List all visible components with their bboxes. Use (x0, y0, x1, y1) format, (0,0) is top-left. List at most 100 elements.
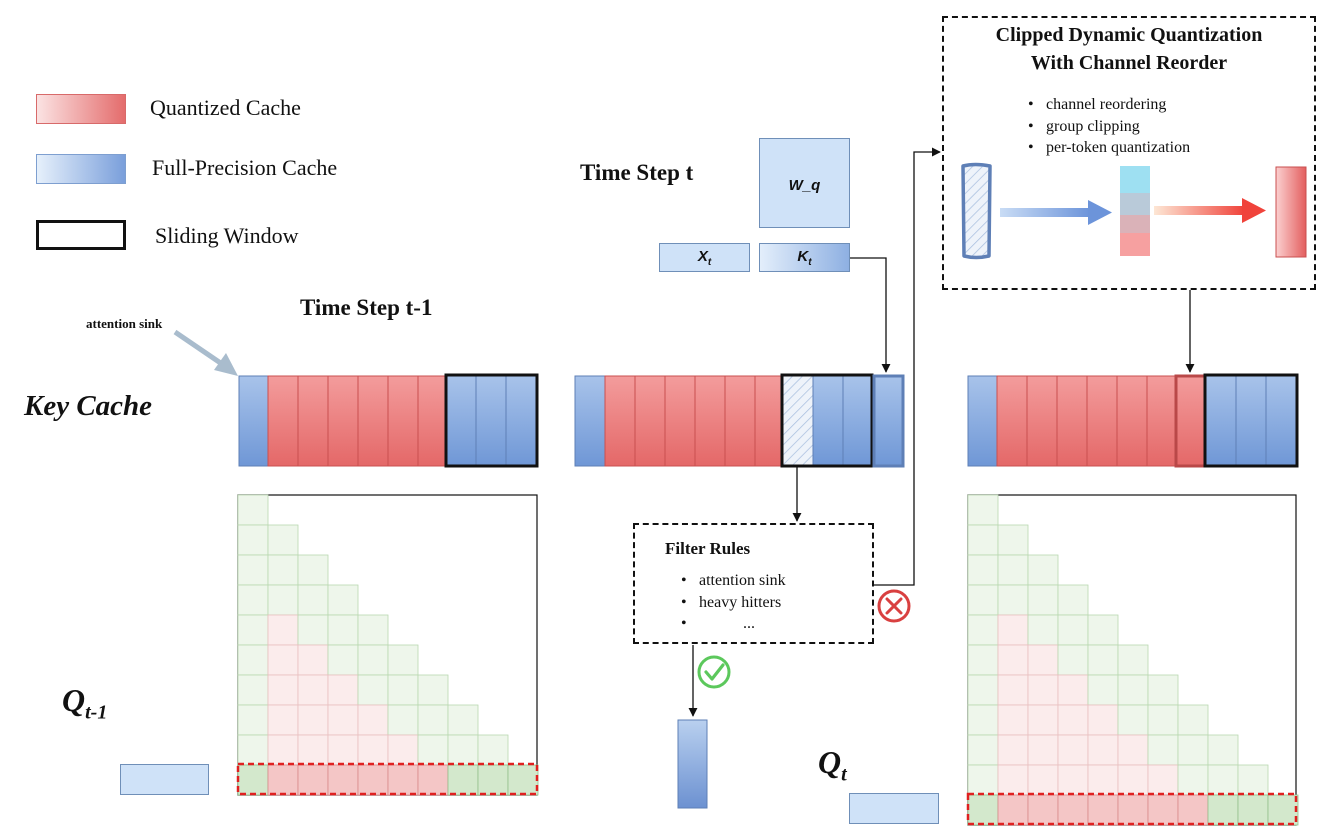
attention-score-cell (267, 584, 299, 616)
attention-score-cell (967, 524, 999, 556)
attention-score-cell (1057, 614, 1089, 646)
xt-label-base: X (697, 248, 708, 265)
attention-score-cell-current (1117, 794, 1149, 826)
new-key-token (872, 374, 905, 468)
attention-score-cell (967, 554, 999, 586)
attention-score-cell (357, 644, 389, 676)
legend-sliding-window-swatch (36, 220, 126, 250)
attention-score-cell-current (1087, 794, 1119, 826)
attention-score-cell (1087, 614, 1119, 646)
attention-score-cell (237, 524, 269, 556)
attention-score-cell (1237, 764, 1269, 796)
attention-score-cell (1147, 674, 1179, 706)
attention-score-cell (1027, 614, 1059, 646)
arrow-kt-to-cache (850, 257, 891, 373)
attention-score-cell (267, 644, 299, 676)
attention-score-cell (1027, 764, 1059, 796)
attention-score-cell (1207, 734, 1239, 766)
attention-score-cell (997, 524, 1029, 556)
attention-score-cell (237, 704, 269, 736)
attention-score-cell-current (1147, 794, 1179, 826)
attention-score-cell (357, 614, 389, 646)
attention-score-cell (417, 674, 449, 706)
attention-score-cell-current (237, 764, 269, 796)
clipped-title-line2: With Channel Reorder (1030, 52, 1228, 74)
attention-score-cell (1027, 704, 1059, 736)
q-t-sub: t (841, 763, 847, 786)
attention-score-cell (1117, 734, 1149, 766)
attention-score-cell (1117, 644, 1149, 676)
attention-score-cell (1027, 554, 1059, 586)
attention-score-cell (267, 674, 299, 706)
clipped-item: group clipping (1024, 116, 1190, 138)
attention-score-cell-current (1027, 794, 1059, 826)
q-prev-label: Qt-1 (62, 682, 107, 724)
attention-score-cell (1057, 644, 1089, 676)
clipped-title-line1: Clipped Dynamic Quantization (995, 24, 1263, 46)
filter-item: attention sink (677, 570, 786, 592)
attention-score-cell (1027, 734, 1059, 766)
attention-score-cell (297, 674, 329, 706)
attention-score-cell (357, 704, 389, 736)
attention-score-cell-current (357, 764, 389, 796)
attention-score-cell-current (387, 764, 419, 796)
attention-score-cell (267, 524, 299, 556)
attention-score-cell (327, 674, 359, 706)
attention-score-cell (297, 584, 329, 616)
attention-score-cell-current (997, 794, 1029, 826)
attention-score-cell-current (417, 764, 449, 796)
sliding-window-frame-mid (780, 373, 874, 468)
attention-score-cell (1027, 674, 1059, 706)
clipped-quantization-box: Clipped Dynamic Quantization With Channe… (942, 16, 1316, 290)
attention-score-cell (267, 734, 299, 766)
attention-score-cell (967, 764, 999, 796)
attention-score-cell (967, 494, 999, 526)
attention-score-cell-current (1207, 794, 1239, 826)
attention-score-cell (267, 614, 299, 646)
attention-score-cell (417, 734, 449, 766)
attention-score-cell (387, 704, 419, 736)
attention-score-cell (1057, 674, 1089, 706)
legend: Quantized Cache Full-Precision Cache Sli… (0, 0, 400, 270)
attention-score-cell-current (1267, 794, 1299, 826)
attention-score-cell (967, 704, 999, 736)
attention-score-cell (1177, 764, 1209, 796)
key-cache-mid (574, 373, 905, 468)
attention-score-cell (997, 554, 1029, 586)
q-t-query-box (849, 793, 939, 824)
attention-score-cell (1147, 734, 1179, 766)
attention-score-cell-current (1057, 794, 1089, 826)
attention-score-cell (1087, 644, 1119, 676)
sliding-window-frame-prev (444, 373, 539, 468)
kt-label: Kt (760, 248, 849, 268)
attention-score-cell (1087, 764, 1119, 796)
attention-score-cell (1057, 584, 1089, 616)
attention-score-cell (387, 734, 419, 766)
key-cache-prev (238, 373, 539, 468)
query-row-highlight-next (966, 792, 1298, 826)
attention-score-cell-current (967, 794, 999, 826)
attention-score-cell-current (327, 764, 359, 796)
attention-score-cell-current (1177, 794, 1209, 826)
kt-key-box: Kt (759, 243, 850, 272)
attention-score-cell (477, 734, 509, 766)
attention-sink-label: attention sink (86, 316, 163, 331)
attention-score-cell (1147, 704, 1179, 736)
attention-score-cell (967, 734, 999, 766)
attention-score-cell (1117, 674, 1149, 706)
attention-score-cell (967, 614, 999, 646)
attention-score-cell (1087, 734, 1119, 766)
legend-quantized-label: Quantized Cache (150, 95, 301, 120)
attention-score-cell (297, 614, 329, 646)
attention-score-cell (997, 734, 1029, 766)
clipped-items-list: channel reordering group clipping per-to… (1024, 94, 1190, 159)
filter-items-list: attention sink heavy hitters ... (677, 570, 786, 635)
attention-score-cell-current (447, 764, 479, 796)
attention-score-cell (447, 734, 479, 766)
attention-score-cell-current (477, 764, 509, 796)
attention-score-cell (237, 674, 269, 706)
xt-input-box: Xt (659, 243, 750, 272)
attention-score-cell (967, 674, 999, 706)
kt-label-sub: t (808, 257, 812, 268)
q-prev-base: Q (62, 682, 86, 718)
